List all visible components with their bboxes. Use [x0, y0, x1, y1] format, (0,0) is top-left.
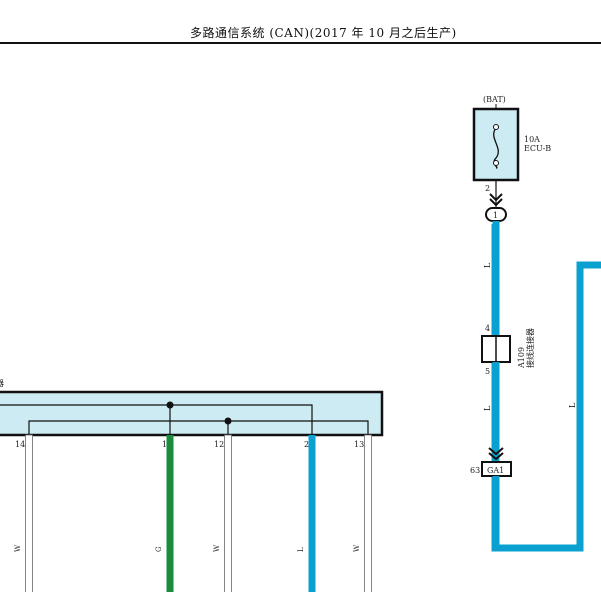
pin-number-2: 2 [304, 440, 309, 449]
splice-point [166, 401, 174, 409]
lower-wires-group: 14W 1G 12W 2L 13W [14, 434, 372, 592]
power-source-label: (BAT) [483, 95, 506, 104]
wire-color-1: G [155, 546, 163, 552]
wire-pin-12 [224, 434, 232, 592]
connector-name: 接线连接器 [525, 328, 535, 368]
right-loop-wire-color: L [568, 402, 577, 408]
component-partial-label: 器 [0, 379, 4, 388]
wire-color-label-1: L [483, 262, 492, 268]
wire-color-14: W [14, 544, 22, 552]
wire-color-label-2: L [483, 405, 492, 411]
wire-color-13: W [353, 544, 361, 552]
right-loop-wire [491, 224, 601, 552]
wire-color-2: L [297, 547, 305, 552]
ga1-label: GA1 [487, 466, 504, 475]
connector-pin-bottom: 5 [485, 367, 490, 376]
connector-pin-top: 4 [485, 324, 490, 333]
ga1-pin: 63 [470, 466, 480, 475]
fuse-output-pin: 2 [485, 184, 490, 193]
internal-bus-b [28, 420, 369, 435]
ecu-component-box [0, 390, 384, 437]
ground-chevron-icon [488, 447, 504, 461]
wire-color-12: W [213, 544, 221, 552]
fuse-amperage: 10A [524, 135, 540, 144]
pin-number-1: 1 [162, 440, 167, 449]
pin-number-14: 14 [15, 440, 25, 449]
junction-pin-number: 1 [493, 211, 498, 220]
page-title: 多路通信系统 (CAN)(2017 年 10 月之后生产) [190, 26, 457, 40]
pin-number-12: 12 [214, 440, 224, 449]
pin-number-13: 13 [354, 440, 364, 449]
wire-pin-14 [25, 434, 33, 592]
fuse-icon [493, 127, 499, 169]
fuse-ecu-b [472, 107, 520, 182]
header-rule [0, 42, 601, 44]
connector-code: A109 [517, 347, 526, 369]
splice-point [224, 417, 232, 425]
wire-pin-13 [364, 434, 372, 592]
fuse-name: ECU-B [524, 144, 551, 153]
connector-arrow-icon [489, 193, 503, 207]
internal-bus-a [0, 404, 313, 435]
